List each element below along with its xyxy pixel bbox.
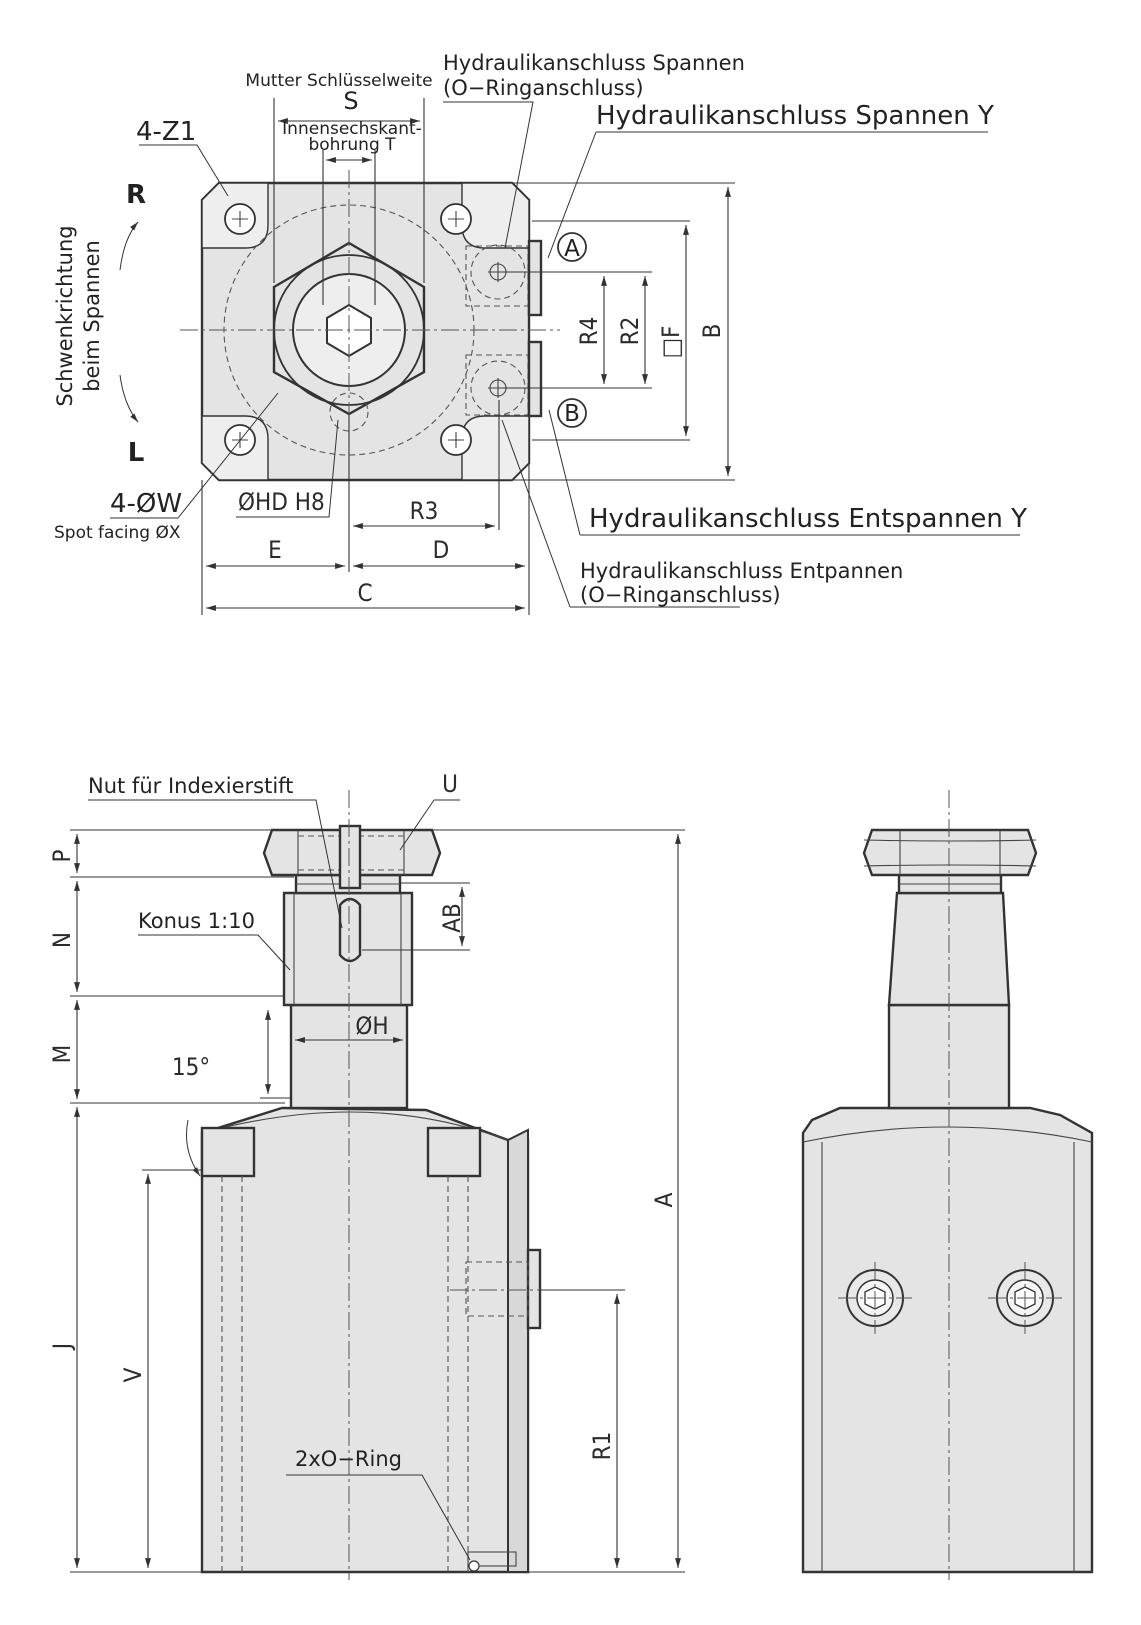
port-unclamp-y-label: Hydraulikanschluss Entspannen Y <box>589 504 1027 534</box>
dim-d: D <box>433 536 450 564</box>
angle-label: 15° <box>172 1053 210 1081</box>
swing-l-label: L <box>128 438 145 468</box>
index-groove-label: Nut für Indexierstift <box>88 774 293 798</box>
counterbore-label: 4-ØW <box>110 489 182 519</box>
side-nut <box>862 828 1038 877</box>
mounting-holes <box>224 203 472 456</box>
swing-direction-label-2: beim Spannen <box>80 240 104 392</box>
front-pad-right <box>426 1126 482 1178</box>
port-b-label: B <box>564 401 580 427</box>
side-screws <box>838 1262 1062 1334</box>
dim-p: P <box>48 849 76 862</box>
port-b-tab <box>527 340 543 418</box>
side-body <box>801 1106 1094 1574</box>
nut-wrench-size-label: Mutter Schlüsselweite <box>245 71 432 91</box>
dim-h: ØH <box>355 1012 388 1040</box>
bore-hd-label: ØHD H8 <box>238 488 325 516</box>
spot-facing-label: Spot facing ØX <box>54 523 181 543</box>
dim-b: B <box>698 324 726 339</box>
dim-r4: R4 <box>575 317 603 346</box>
dim-r1: R1 <box>588 1432 616 1461</box>
port-a-label: A <box>564 236 580 262</box>
oring-label: 2xO−Ring <box>295 1447 402 1471</box>
side-view <box>801 790 1094 1580</box>
dim-m: M <box>48 1045 76 1064</box>
swing-direction-label-1: Schwenkrichtung <box>53 225 77 406</box>
dim-r3: R3 <box>410 497 439 525</box>
dim-u-label: U <box>442 770 458 798</box>
front-view: P N M J V ØH AB A R1 15° Nut für Indexie… <box>48 770 685 1580</box>
oring-marks <box>467 1551 517 1567</box>
front-pad-left <box>200 1126 256 1178</box>
port-unclamp-oring-label-2: (O−Ringanschluss) <box>580 583 781 607</box>
dim-ab: AB <box>438 903 466 933</box>
dim-c: C <box>357 579 372 607</box>
hex-socket-label-1: Innensechskant- <box>282 119 422 139</box>
port-a-marker <box>557 232 587 262</box>
port-clamp-oring-label-2: (O−Ringanschluss) <box>443 76 644 100</box>
port-unclamp-oring-label-1: Hydraulikanschluss Entpannen <box>580 559 903 583</box>
dim-e: E <box>268 536 282 564</box>
front-side-port <box>526 1248 542 1330</box>
top-view: A B Mutter Schlüsselweite S Innensechska… <box>53 51 1027 615</box>
port-a-tab <box>527 239 543 317</box>
dim-j: J <box>48 1343 76 1351</box>
front-body-right-face <box>507 1128 529 1573</box>
port-clamp-y-label: Hydraulikanschluss Spannen Y <box>596 101 994 131</box>
hex-socket-label-2: bohrung T <box>308 135 396 155</box>
port-clamp-oring-label-1: Hydraulikanschluss Spannen <box>443 51 745 75</box>
dim-f: □F <box>657 326 685 359</box>
dim-v: V <box>119 1367 147 1382</box>
cone-label: Konus 1:10 <box>138 909 255 933</box>
mount-holes-label: 4-Z1 <box>136 117 196 147</box>
dim-r2: R2 <box>616 317 644 346</box>
dim-n: N <box>48 932 76 948</box>
index-pin-hidden <box>329 392 369 432</box>
port-b-marker <box>557 398 587 428</box>
swing-r-label: R <box>126 180 146 210</box>
nut-wrench-symbol: S <box>343 87 358 115</box>
front-body <box>200 1106 530 1574</box>
dim-a: A <box>650 1192 678 1207</box>
